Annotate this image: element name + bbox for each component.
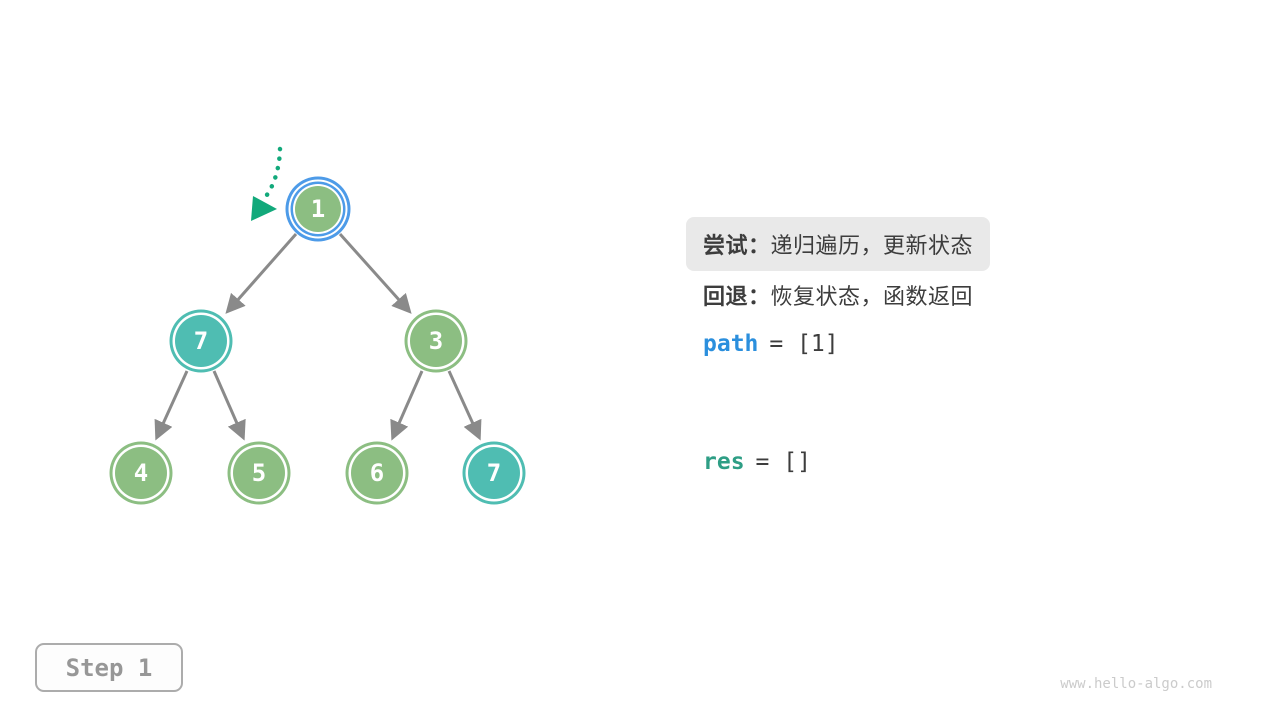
watermark: www.hello-algo.com: [1060, 676, 1212, 692]
path-variable-value: = [1]: [769, 331, 839, 357]
current-pointer-arrow: [251, 146, 283, 221]
backtrack-text: 恢复状态，函数返回: [770, 284, 974, 309]
try-text: 递归遍历，更新状态: [770, 233, 974, 258]
tree-node-1-current: 1: [295, 186, 341, 232]
node-value: 3: [428, 327, 444, 355]
edge-7-5: [212, 370, 246, 441]
edge-7-4: [154, 370, 189, 441]
res-variable-line: res = []: [703, 449, 811, 475]
try-label: 尝试：: [703, 233, 771, 258]
edge-1-7: [225, 233, 298, 314]
tree-node-7-left: 7: [175, 315, 227, 367]
node-value: 5: [251, 459, 267, 487]
node-value: 7: [486, 459, 502, 487]
backtrack-action-line: 回退：恢复状态，函数返回: [703, 279, 973, 311]
path-variable-line: path = [1]: [703, 331, 839, 357]
edge-3-7: [447, 370, 482, 441]
tree-node-5: 5: [233, 447, 285, 499]
tree-node-7-right: 7: [468, 447, 520, 499]
path-variable-name: path: [703, 331, 759, 357]
node-value: 4: [133, 459, 149, 487]
node-value: 1: [310, 195, 326, 223]
tree-node-3: 3: [410, 315, 462, 367]
tree-node-6: 6: [351, 447, 403, 499]
edge-3-6: [390, 370, 424, 441]
step-badge-label: Step 1: [65, 653, 153, 682]
node-value: 6: [369, 459, 385, 487]
try-action-highlight: 尝试：递归遍历，更新状态: [686, 217, 991, 271]
res-variable-name: res: [703, 449, 745, 475]
edge-1-3: [338, 232, 412, 314]
step-badge: Step 1: [35, 643, 183, 692]
node-value: 7: [193, 327, 209, 355]
tree-node-4: 4: [115, 447, 167, 499]
res-variable-value: = []: [755, 449, 811, 475]
tree-edges: [154, 232, 482, 441]
backtrack-label: 回退：: [703, 284, 771, 309]
